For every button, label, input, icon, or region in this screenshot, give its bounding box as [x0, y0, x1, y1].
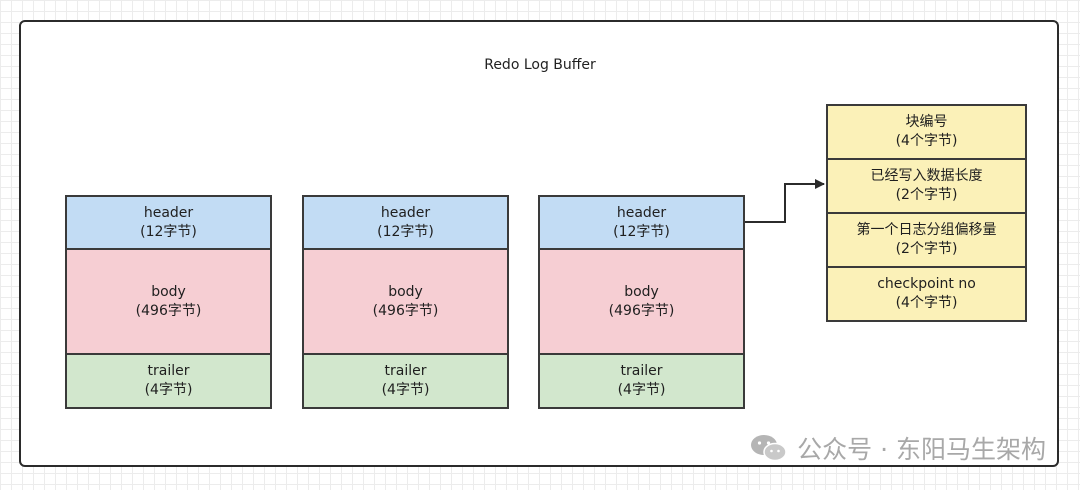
log-block-3: header (12字节) body (496字节) trailer (4字节): [538, 195, 745, 409]
field-size: (2个字节): [895, 187, 958, 203]
field-label: 第一个日志分组偏移量: [856, 222, 997, 238]
field-size: (4个字节): [895, 295, 958, 311]
block-header: header (12字节): [67, 197, 270, 250]
watermark: 公众号 · 东阳马生架构: [749, 430, 1046, 466]
block-body: body (496字节): [540, 250, 743, 355]
body-size: (496字节): [608, 302, 675, 319]
field-label: checkpoint no: [877, 276, 976, 292]
block-trailer: trailer (4字节): [304, 355, 507, 407]
header-size: (12字节): [140, 223, 197, 240]
log-block-1: header (12字节) body (496字节) trailer (4字节): [65, 195, 272, 409]
header-size: (12字节): [613, 223, 670, 240]
body-label: body: [151, 283, 186, 300]
header-field-first-group-offset: 第一个日志分组偏移量 (2个字节): [828, 214, 1025, 268]
body-size: (496字节): [135, 302, 202, 319]
wechat-icon: [751, 435, 787, 462]
trailer-size: (4字节): [617, 382, 666, 398]
header-field-block-number: 块编号 (4个字节): [828, 106, 1025, 160]
field-label: 已经写入数据长度: [870, 168, 983, 184]
block-body: body (496字节): [67, 250, 270, 355]
header-label: header: [143, 204, 194, 221]
header-label: header: [616, 204, 667, 221]
block-body: body (496字节): [304, 250, 507, 355]
trailer-size: (4字节): [381, 382, 430, 398]
trailer-size: (4字节): [144, 382, 193, 398]
block-header: header (12字节): [540, 197, 743, 250]
diagram-title: Redo Log Buffer: [484, 57, 596, 73]
field-label: 块编号: [905, 114, 948, 130]
block-header: header (12字节): [304, 197, 507, 250]
header-size: (12字节): [377, 223, 434, 240]
body-size: (496字节): [372, 302, 439, 319]
log-block-2: header (12字节) body (496字节) trailer (4字节): [302, 195, 509, 409]
header-field-data-length: 已经写入数据长度 (2个字节): [828, 160, 1025, 214]
header-label: header: [380, 204, 431, 221]
watermark-text: 公众号 · 东阳马生架构: [797, 435, 1046, 464]
block-trailer: trailer (4字节): [540, 355, 743, 407]
body-label: body: [624, 283, 659, 300]
block-trailer: trailer (4字节): [67, 355, 270, 407]
field-size: (2个字节): [895, 241, 958, 257]
header-field-checkpoint-no: checkpoint no (4个字节): [828, 268, 1025, 320]
body-label: body: [388, 283, 423, 300]
trailer-label: trailer: [384, 363, 427, 379]
trailer-label: trailer: [620, 363, 663, 379]
trailer-label: trailer: [147, 363, 190, 379]
header-structure-box: 块编号 (4个字节) 已经写入数据长度 (2个字节) 第一个日志分组偏移量 (2…: [826, 104, 1027, 322]
field-size: (4个字节): [895, 133, 958, 149]
